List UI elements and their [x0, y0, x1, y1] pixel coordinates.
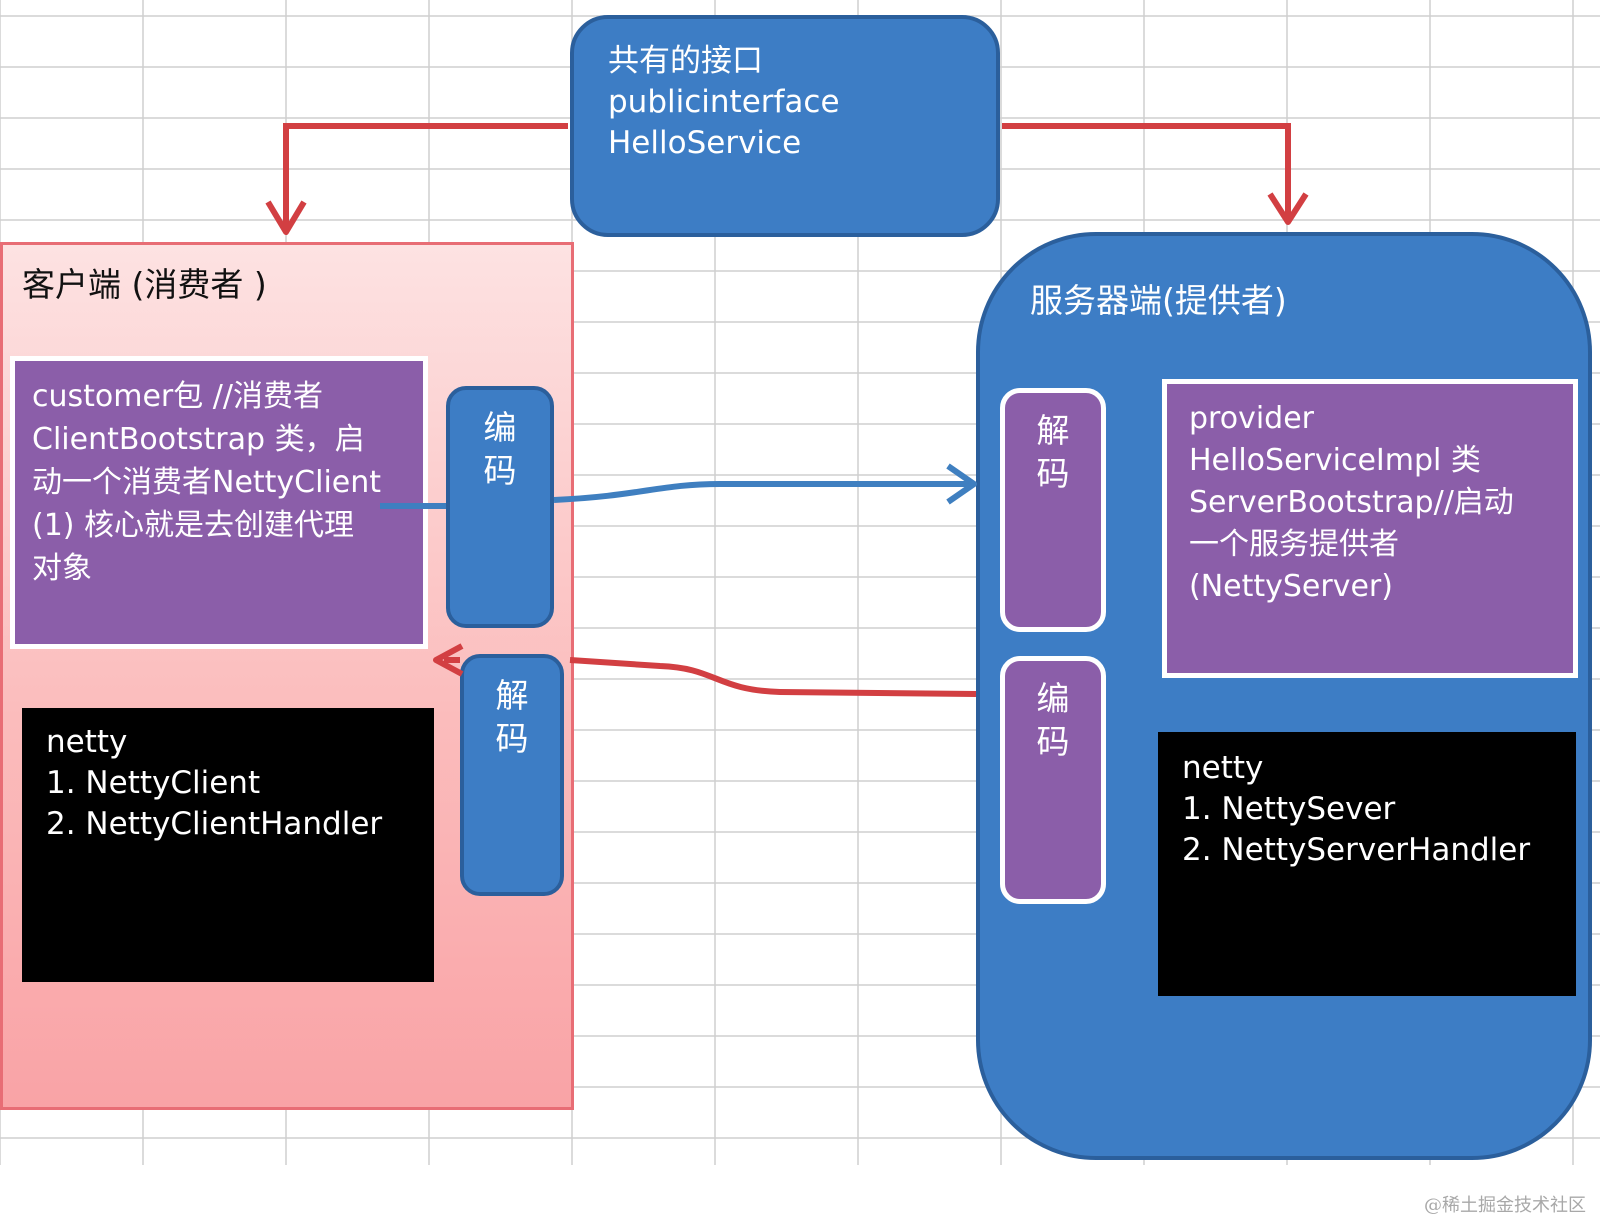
server-netty-box: netty 1. NettySever 2. NettyServerHandle…	[1158, 732, 1576, 996]
shared-interface-box: 共有的接口 publicinterface HelloService	[570, 15, 1000, 237]
server-decode-box: 解 码	[1000, 388, 1106, 632]
server-package-box: provider HelloServiceImpl 类 ServerBootst…	[1162, 379, 1578, 678]
client-package-box: customer包 //消费者 ClientBootstrap 类，启 动一个消…	[10, 356, 428, 649]
server-encode-box: 编 码	[1000, 656, 1106, 904]
watermark: @稀土掘金技术社区	[1424, 1195, 1586, 1216]
client-encode-box: 编 码	[446, 386, 554, 628]
client-title: 客户端 (消费者 )	[22, 265, 267, 304]
client-decode-box: 解 码	[460, 654, 564, 896]
client-netty-box: netty 1. NettyClient 2. NettyClientHandl…	[22, 708, 434, 982]
server-title: 服务器端(提供者)	[1030, 281, 1287, 320]
